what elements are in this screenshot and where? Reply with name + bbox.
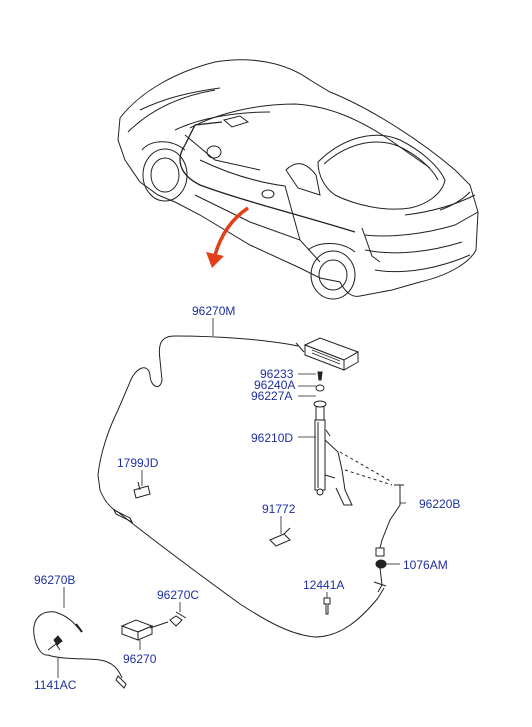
label-91772: 91772 (262, 502, 296, 516)
label-96270M: 96270M (192, 304, 236, 318)
sub-harness (33, 611, 127, 689)
car-illustration (117, 59, 479, 300)
drain-lower (373, 567, 387, 593)
antenna-mast (313, 371, 393, 506)
leader-lines (57, 318, 406, 678)
label-1141AC: 1141AC (34, 678, 77, 692)
label-96220B: 96220B (419, 497, 461, 511)
label-96270B: 96270B (34, 573, 76, 587)
drain-tube (375, 484, 404, 557)
grommet (375, 559, 387, 569)
sub-module (120, 611, 187, 641)
pointer-arrow (206, 206, 249, 268)
label-96270: 96270 (123, 652, 157, 666)
clip-1799jd (133, 481, 151, 499)
label-96233: 96233 (260, 367, 294, 381)
label-1076AM: 1076AM (403, 558, 448, 572)
label-96270C: 96270C (157, 588, 200, 602)
amplifier-module (303, 337, 360, 371)
label-96227A: 96227A (251, 389, 293, 403)
label-96210D: 96210D (251, 431, 294, 445)
antenna-cable-main (97, 335, 385, 638)
label-1799JD: 1799JD (117, 456, 159, 470)
label-96240A: 96240A (254, 378, 296, 392)
label-12441A: 12441A (303, 578, 345, 592)
bolt (323, 597, 331, 615)
clip-91772 (269, 527, 291, 547)
